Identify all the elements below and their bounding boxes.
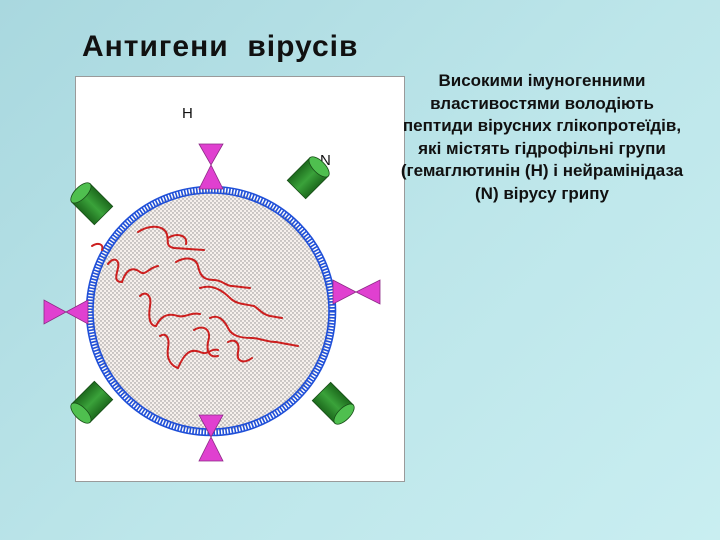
hemagglutinin-spike (198, 414, 224, 462)
rna-strand (167, 234, 188, 245)
label-h-box (176, 77, 222, 121)
rna-strand (209, 315, 299, 347)
label-h: Н (182, 105, 193, 122)
rna-strands (91, 225, 299, 370)
description-text: Високими імуногенними властивостями воло… (400, 71, 684, 203)
rna-strand (139, 292, 201, 328)
neuraminidase-spike (286, 156, 330, 200)
neuraminidase-spike (70, 380, 114, 424)
rna-strand (227, 339, 253, 363)
neuraminidase-spike (70, 182, 114, 226)
hemagglutinin-spike (198, 143, 224, 190)
hemagglutinin-spike (43, 299, 89, 325)
rna-strand (175, 257, 251, 289)
hemagglutinin-spike (332, 279, 381, 305)
rna-strand (137, 225, 205, 251)
neuraminidase-spikes (70, 156, 355, 425)
virion-core (91, 191, 331, 431)
neuraminidase-spike (311, 381, 355, 425)
slide-title: Антигени вірусів (82, 30, 359, 63)
rna-strand (91, 242, 104, 251)
rna-strand (199, 285, 283, 319)
rna-strand (193, 326, 219, 358)
rna-strand (107, 258, 159, 284)
label-n: N (320, 152, 331, 169)
hemagglutinin-spikes (43, 143, 381, 462)
rna-strand (159, 333, 219, 370)
